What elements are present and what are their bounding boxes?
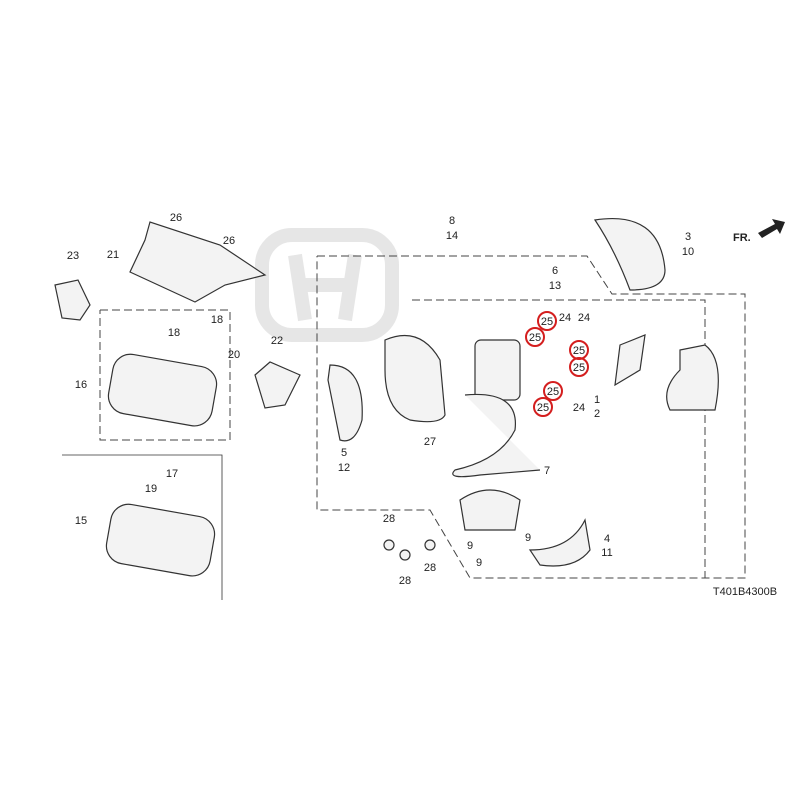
honda-logo-watermark xyxy=(255,228,399,342)
part-9-base xyxy=(459,489,521,531)
callout-12: 12 xyxy=(338,462,350,474)
callout-13: 13 xyxy=(549,280,561,292)
callout-24: 24 xyxy=(559,312,571,324)
callout-17: 17 xyxy=(166,468,178,480)
callout-14: 14 xyxy=(446,230,458,242)
callout-21: 21 xyxy=(107,249,119,261)
callout-8: 8 xyxy=(449,215,455,227)
part-28-nut xyxy=(399,549,411,561)
diagram-code: T401B4300B xyxy=(713,586,777,598)
callout-26: 26 xyxy=(170,212,182,224)
rearview-frame xyxy=(99,309,231,441)
callout-18: 18 xyxy=(168,327,180,339)
callout-25: 25 xyxy=(573,362,585,374)
callout-25: 25 xyxy=(541,316,553,328)
callout-23: 23 xyxy=(67,250,79,262)
actuator-unit xyxy=(474,339,521,401)
part-21-cover xyxy=(129,221,267,303)
callout-2: 2 xyxy=(594,408,600,420)
callout-24: 24 xyxy=(578,312,590,324)
callout-10: 10 xyxy=(682,246,694,258)
part-5-glass xyxy=(327,364,363,442)
callout-5: 5 xyxy=(341,447,347,459)
callout-25: 25 xyxy=(529,332,541,344)
callout-4: 4 xyxy=(604,533,610,545)
callout-11: 11 xyxy=(601,547,612,559)
part-16-mirror xyxy=(107,353,218,427)
callout-20: 20 xyxy=(228,349,240,361)
callout-16: 16 xyxy=(75,379,87,391)
callout-15: 15 xyxy=(75,515,87,527)
callout-9: 9 xyxy=(525,532,531,544)
callout-6: 6 xyxy=(552,265,558,277)
front-direction-arrow: FR. xyxy=(733,219,785,244)
callout-25: 25 xyxy=(537,402,549,414)
callout-25: 25 xyxy=(547,386,559,398)
part-23-cover xyxy=(54,279,91,321)
part-28-nut xyxy=(424,539,436,551)
part-1-turn-signal xyxy=(614,334,646,387)
part-7-harness xyxy=(452,393,541,478)
callout-25: 25 xyxy=(573,345,585,357)
callout-28: 28 xyxy=(399,575,411,587)
callout-9: 9 xyxy=(476,557,482,569)
assembly-frame xyxy=(316,255,746,579)
highlight-rings xyxy=(525,311,589,417)
part-6-cover xyxy=(666,344,719,411)
callout-1: 1 xyxy=(594,394,600,406)
callout-26: 26 xyxy=(223,235,235,247)
callout-19: 19 xyxy=(145,483,157,495)
direction-label: FR. xyxy=(733,232,751,244)
callout-27: 27 xyxy=(424,436,436,448)
rearview-frame-2 xyxy=(62,454,223,600)
part-28-nut xyxy=(383,539,395,551)
callout-3: 3 xyxy=(685,231,691,243)
callout-28: 28 xyxy=(383,513,395,525)
part-22-cover xyxy=(254,361,301,409)
mirror-housing xyxy=(384,334,446,423)
callout-24: 24 xyxy=(573,402,585,414)
callout-7: 7 xyxy=(544,465,550,477)
callout-22: 22 xyxy=(271,335,283,347)
callout-9: 9 xyxy=(467,540,473,552)
part-4-cover xyxy=(528,518,591,567)
callout-18: 18 xyxy=(211,314,223,326)
inner-frame xyxy=(412,299,706,578)
part-15-mirror xyxy=(105,503,216,577)
callout-28: 28 xyxy=(424,562,436,574)
part-3-cap xyxy=(593,218,666,291)
